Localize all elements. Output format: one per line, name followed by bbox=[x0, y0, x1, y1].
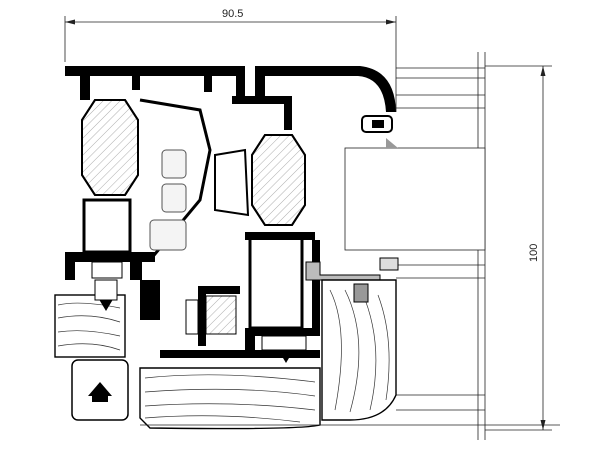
fasteners bbox=[91, 261, 369, 363]
manufacturer-badge-icon bbox=[71, 359, 560, 426]
base-profile bbox=[65, 232, 320, 358]
thermal-break-right bbox=[251, 134, 306, 226]
glazing-bead bbox=[305, 115, 399, 281]
height-dimension: 100 bbox=[485, 65, 552, 431]
width-dimension-label: 90.5 bbox=[222, 8, 243, 20]
timber-cladding bbox=[54, 279, 397, 430]
width-dimension: 90.5 bbox=[64, 8, 397, 112]
height-dimension-label: 100 bbox=[528, 244, 540, 262]
wood-grain bbox=[57, 289, 390, 423]
drainage-chambers bbox=[149, 149, 187, 251]
thermal-break-left bbox=[81, 99, 139, 196]
sash-profile bbox=[65, 66, 396, 130]
glazing-unit bbox=[344, 52, 486, 440]
